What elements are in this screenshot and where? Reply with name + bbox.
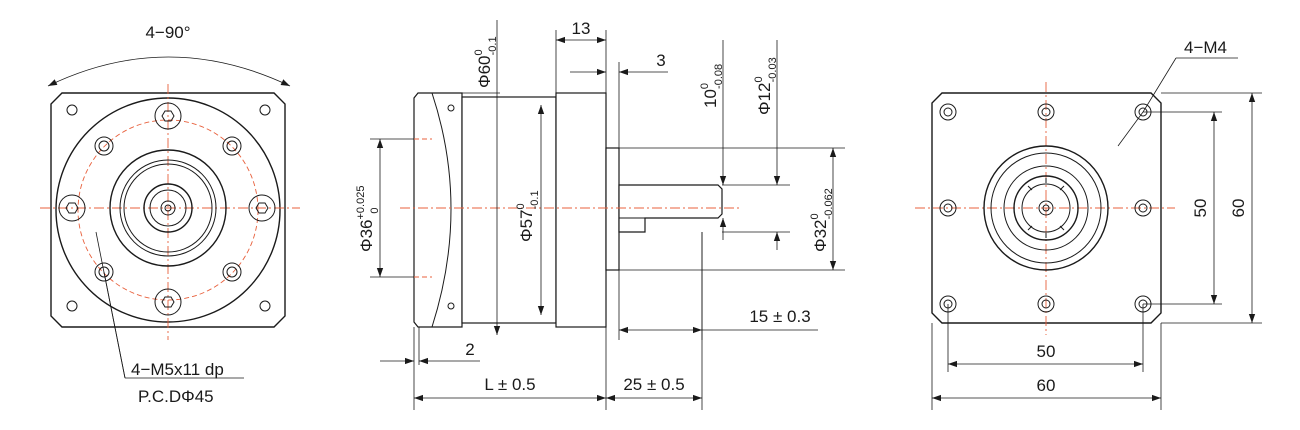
rear-flange	[413, 92, 463, 328]
rear-plate-outline	[931, 92, 1162, 324]
rear-holes	[939, 103, 1152, 313]
front-bolt-holes	[94, 136, 242, 282]
dim-50-horizontal: 50	[1037, 342, 1056, 361]
flange-curve	[431, 92, 452, 328]
rear-coupling	[983, 145, 1109, 271]
flange-dia-label: Φ600-0.1	[473, 36, 499, 88]
dim-60-horizontal: 60	[1037, 376, 1056, 395]
angle-dimension-arc	[47, 56, 291, 87]
front-flange-outline	[50, 92, 286, 328]
side-extension-lines	[370, 30, 845, 410]
dim-3: 3	[656, 51, 665, 70]
bolt-leader-2	[103, 271, 126, 379]
shaft-dia-label: Φ120-0.03	[753, 57, 779, 115]
spigot	[605, 147, 620, 271]
pcd-circle	[77, 119, 259, 301]
gear-body	[461, 96, 557, 324]
dim-13: 13	[572, 19, 591, 38]
angle-label: 4−90°	[145, 23, 190, 42]
pilot-dia-label: Φ570-0.1	[515, 190, 541, 242]
front-center-rings	[109, 149, 227, 267]
dim-50-vertical: 50	[1191, 199, 1210, 218]
shaft-length-label: 25 ± 0.5	[623, 375, 684, 394]
rear-view: 4−M4 50 60 50 60	[915, 38, 1262, 410]
output-shaft	[618, 184, 723, 233]
front-view: 4−90° 4−M5x11 dp P.C.DΦ45	[40, 23, 300, 406]
dim-60-vertical: 60	[1229, 199, 1248, 218]
tap-label: 4−M4	[1184, 38, 1227, 57]
body-length-label: L ± 0.5	[484, 375, 535, 394]
spigot-dia-label: Φ320-0.062	[809, 188, 835, 252]
key-height-label: 100-0.08	[699, 64, 725, 108]
rear-extension-lines	[931, 92, 1262, 410]
front-flange	[555, 92, 607, 328]
key-length-label: 15 ± 0.3	[749, 307, 810, 326]
pcd-label: P.C.DΦ45	[138, 387, 214, 406]
dim-2: 2	[465, 340, 474, 359]
bolt-label: 4−M5x11 dp	[131, 360, 224, 379]
front-corner-holes	[66, 104, 271, 312]
front-socket-screws	[58, 102, 276, 316]
